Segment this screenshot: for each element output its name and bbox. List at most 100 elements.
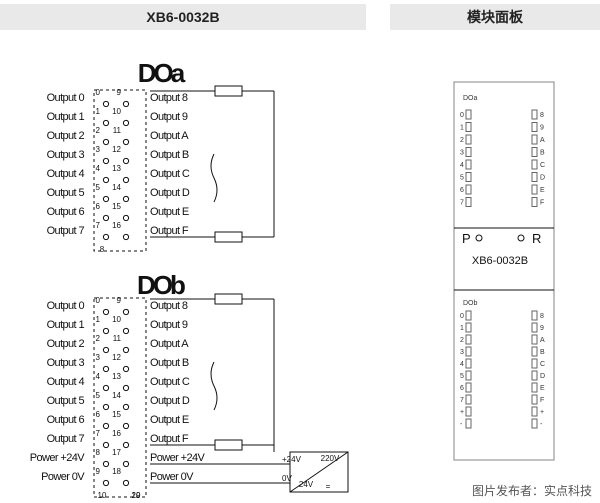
terminal-left-pin	[102, 365, 110, 373]
terminal-right-pin	[122, 384, 130, 392]
panel-title-top: DOa	[463, 95, 478, 102]
pin-number: 10	[98, 491, 107, 500]
panel-label: 7	[460, 397, 464, 404]
panel-label: 8	[540, 112, 544, 119]
panel-label: +	[460, 409, 464, 416]
panel-terminal-slot	[531, 172, 538, 182]
panel-r-label: R	[532, 231, 541, 246]
panel-label: 5	[460, 175, 464, 182]
panel-label: B	[540, 150, 545, 157]
terminal-left-pin	[102, 176, 110, 184]
panel-label: D	[540, 373, 545, 380]
terminal-left-label: Output 5	[47, 395, 85, 407]
pin-number: 15	[112, 410, 121, 419]
panel-label: 6	[460, 187, 464, 194]
pin-number: 0	[96, 88, 101, 97]
pin-number: 17	[112, 448, 121, 457]
terminal-right-pin	[122, 422, 130, 430]
panel-terminal-slot	[465, 382, 472, 393]
terminal-right-pin	[122, 479, 130, 487]
pin-number: 16	[112, 429, 121, 438]
panel-terminal-slot	[465, 358, 472, 369]
panel-label: 5	[460, 373, 464, 380]
pin-number: 10	[112, 107, 121, 116]
terminal-right-pin	[122, 157, 130, 165]
supply-plus-label: +24V	[282, 455, 302, 464]
pin-number: 4	[96, 164, 101, 173]
terminal-left-label: Output 1	[47, 111, 85, 123]
terminal-right-pin	[122, 176, 130, 184]
panel-label: F	[540, 200, 544, 207]
terminal-right-label: Output E	[150, 414, 189, 426]
panel-terminal-slot	[465, 406, 472, 417]
terminal-left-pin	[102, 460, 110, 468]
terminal-left-label: Output 5	[47, 187, 85, 199]
terminal-left-pin	[102, 233, 110, 241]
panel-label: -	[540, 421, 543, 428]
panel-terminal-slot	[465, 197, 472, 207]
pin-number: 7	[96, 221, 101, 230]
terminal-right-label: Power 0V	[150, 471, 194, 483]
panel-label: 1	[460, 325, 464, 332]
panel-label: 8	[540, 313, 544, 320]
terminal-right-label: Output A	[150, 130, 189, 142]
terminal-right-pin	[122, 365, 130, 373]
terminal-right-label: Output C	[150, 168, 190, 180]
panel-terminal-slot	[465, 172, 472, 182]
terminal-right-pin	[122, 233, 130, 241]
panel-header: 模块面板	[390, 4, 600, 30]
panel-label: E	[540, 385, 545, 392]
pin-number: 9	[96, 467, 101, 476]
pin-number: 11	[113, 126, 122, 135]
panel-p-led	[475, 234, 483, 242]
panel-terminal-slot	[465, 122, 472, 132]
diagram-header: XB6-0032B	[0, 4, 366, 30]
pin-number: 1	[96, 107, 101, 116]
panel-terminal-slot	[531, 418, 538, 429]
terminal-right-pin	[122, 403, 130, 411]
panel-terminal-slot	[531, 109, 538, 120]
panel-label: 2	[460, 137, 464, 144]
panel-terminal-slot	[531, 159, 538, 170]
terminal-right-label: Output B	[150, 357, 189, 369]
terminal-left-pin	[102, 346, 110, 354]
panel-label: 4	[460, 361, 464, 368]
pin-number: 6	[96, 410, 101, 419]
terminal-left-label: Output 4	[47, 376, 85, 388]
terminal-left-label: Output 0	[47, 300, 85, 312]
pin-number: 9	[117, 88, 122, 97]
panel-label: A	[540, 337, 545, 344]
panel-r-led	[517, 234, 525, 242]
panel-terminal-slot	[531, 334, 538, 345]
panel-terminal-slot	[531, 184, 538, 195]
terminal-right-label: Power +24V	[150, 452, 205, 464]
terminal-left-pin	[102, 157, 110, 165]
supply-minus-label: 0V	[282, 474, 292, 483]
panel-terminal-slot	[531, 358, 538, 369]
terminal-right-label: Output F	[150, 433, 189, 445]
terminal-right-pin	[122, 214, 130, 222]
pin-number: 7	[96, 429, 101, 438]
terminal-right-label: Output B	[150, 149, 189, 161]
terminal-right-pin	[122, 138, 130, 146]
terminal-right-label: Output A	[150, 338, 189, 350]
panel-terminal-slot	[465, 184, 472, 195]
terminal-left-pin	[102, 479, 110, 487]
pin-number: 13	[112, 164, 121, 173]
terminal-right-pin	[122, 441, 130, 449]
terminal-right-pin	[122, 100, 130, 108]
terminal-left-label: Output 7	[47, 225, 85, 237]
terminal-right-label: Output D	[150, 187, 190, 199]
terminal-right-label: Output E	[150, 206, 189, 218]
pin-number: 0	[96, 296, 101, 305]
pin-number: 10	[112, 315, 121, 324]
supply-ac-label: 220V	[321, 454, 340, 463]
pin-number: 5	[96, 391, 101, 400]
terminal-right-label: Output 8	[150, 300, 188, 312]
terminal-left-pin	[102, 422, 110, 430]
panel-label: F	[540, 397, 544, 404]
terminal-left-pin	[102, 138, 110, 146]
pin-number: 20	[132, 491, 141, 500]
panel-terminal-slot	[465, 147, 472, 157]
